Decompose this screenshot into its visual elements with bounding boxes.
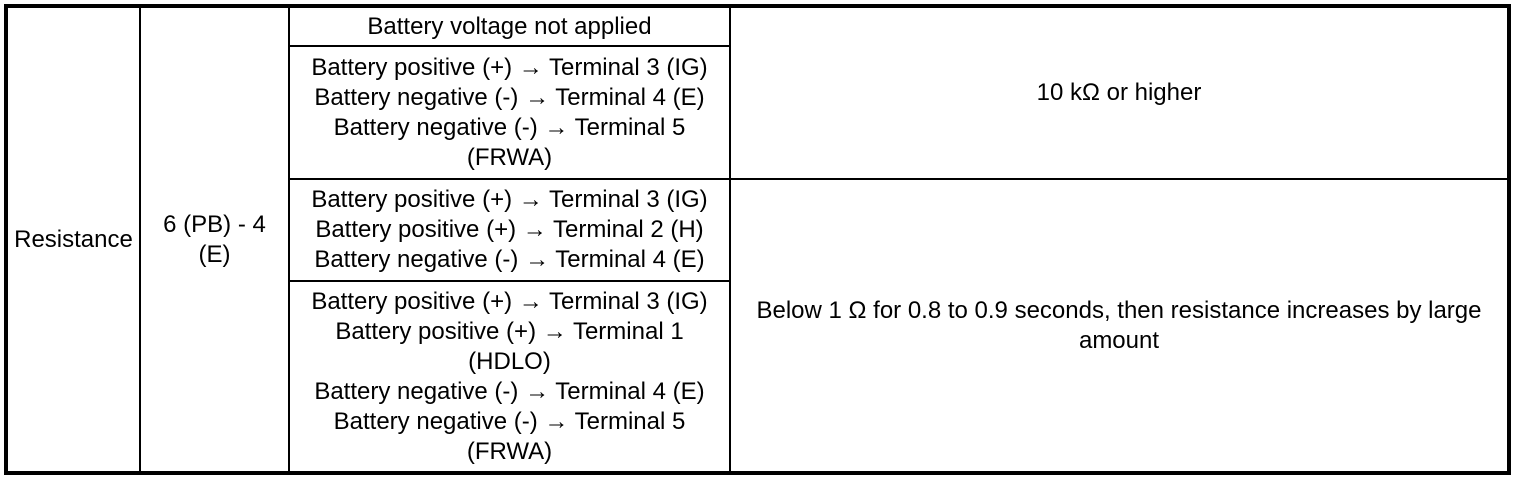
condition-line: Battery negative (-) → Terminal 4 (E) bbox=[314, 83, 705, 111]
condition-cell-4: Battery positive (+) → Terminal 3 (IG) B… bbox=[288, 280, 731, 474]
condition-line: Battery positive (+) → Terminal 3 (IG) bbox=[311, 186, 708, 213]
condition-line: Battery negative (-) → Terminal 5 (FRWA) bbox=[333, 113, 686, 171]
condition-cell-1: Battery voltage not applied bbox=[288, 5, 731, 47]
terminal-pair-cell: 6 (PB) - 4 (E) bbox=[139, 5, 290, 474]
resistance-spec-table: Resistance 6 (PB) - 4 (E) Battery voltag… bbox=[4, 4, 1511, 475]
result-cell-1: 10 kΩ or higher bbox=[729, 5, 1510, 180]
condition-cell-2: Battery positive (+) → Terminal 3 (IG) B… bbox=[288, 45, 731, 180]
condition-line: Battery negative (-) → Terminal 4 (E) bbox=[314, 377, 705, 405]
condition-line: Battery voltage not applied bbox=[367, 12, 652, 40]
condition-line: Battery positive (+) → Terminal 3 (IG) bbox=[311, 287, 708, 315]
condition-line: Battery positive (+) → Terminal 1 (HDLO) bbox=[335, 317, 684, 375]
result-cell-2: Below 1 Ω for 0.8 to 0.9 seconds, then r… bbox=[729, 178, 1510, 474]
table-row-2: Battery positive (+) → Terminal 3 (IG) B… bbox=[6, 45, 1509, 180]
measurement-type-cell: Resistance bbox=[5, 5, 141, 474]
condition-line: Battery negative (-) → Terminal 5 (FRWA) bbox=[333, 407, 686, 465]
condition-line: Battery positive (+) → Terminal 3 (IG) bbox=[311, 53, 708, 81]
table-row-1: Resistance 6 (PB) - 4 (E) Battery voltag… bbox=[5, 5, 1510, 474]
table-row-4: Battery positive (+) → Terminal 3 (IG) B… bbox=[6, 280, 1509, 474]
table-row-3: Battery positive (+) → Terminal 3 (IG) B… bbox=[6, 178, 1510, 474]
condition-cell-3: Battery positive (+) → Terminal 3 (IG) B… bbox=[288, 178, 731, 282]
condition-line: Battery positive (+) → Terminal 2 (H) bbox=[315, 216, 704, 243]
condition-line: Battery negative (-) → Terminal 4 (E) bbox=[314, 246, 705, 273]
